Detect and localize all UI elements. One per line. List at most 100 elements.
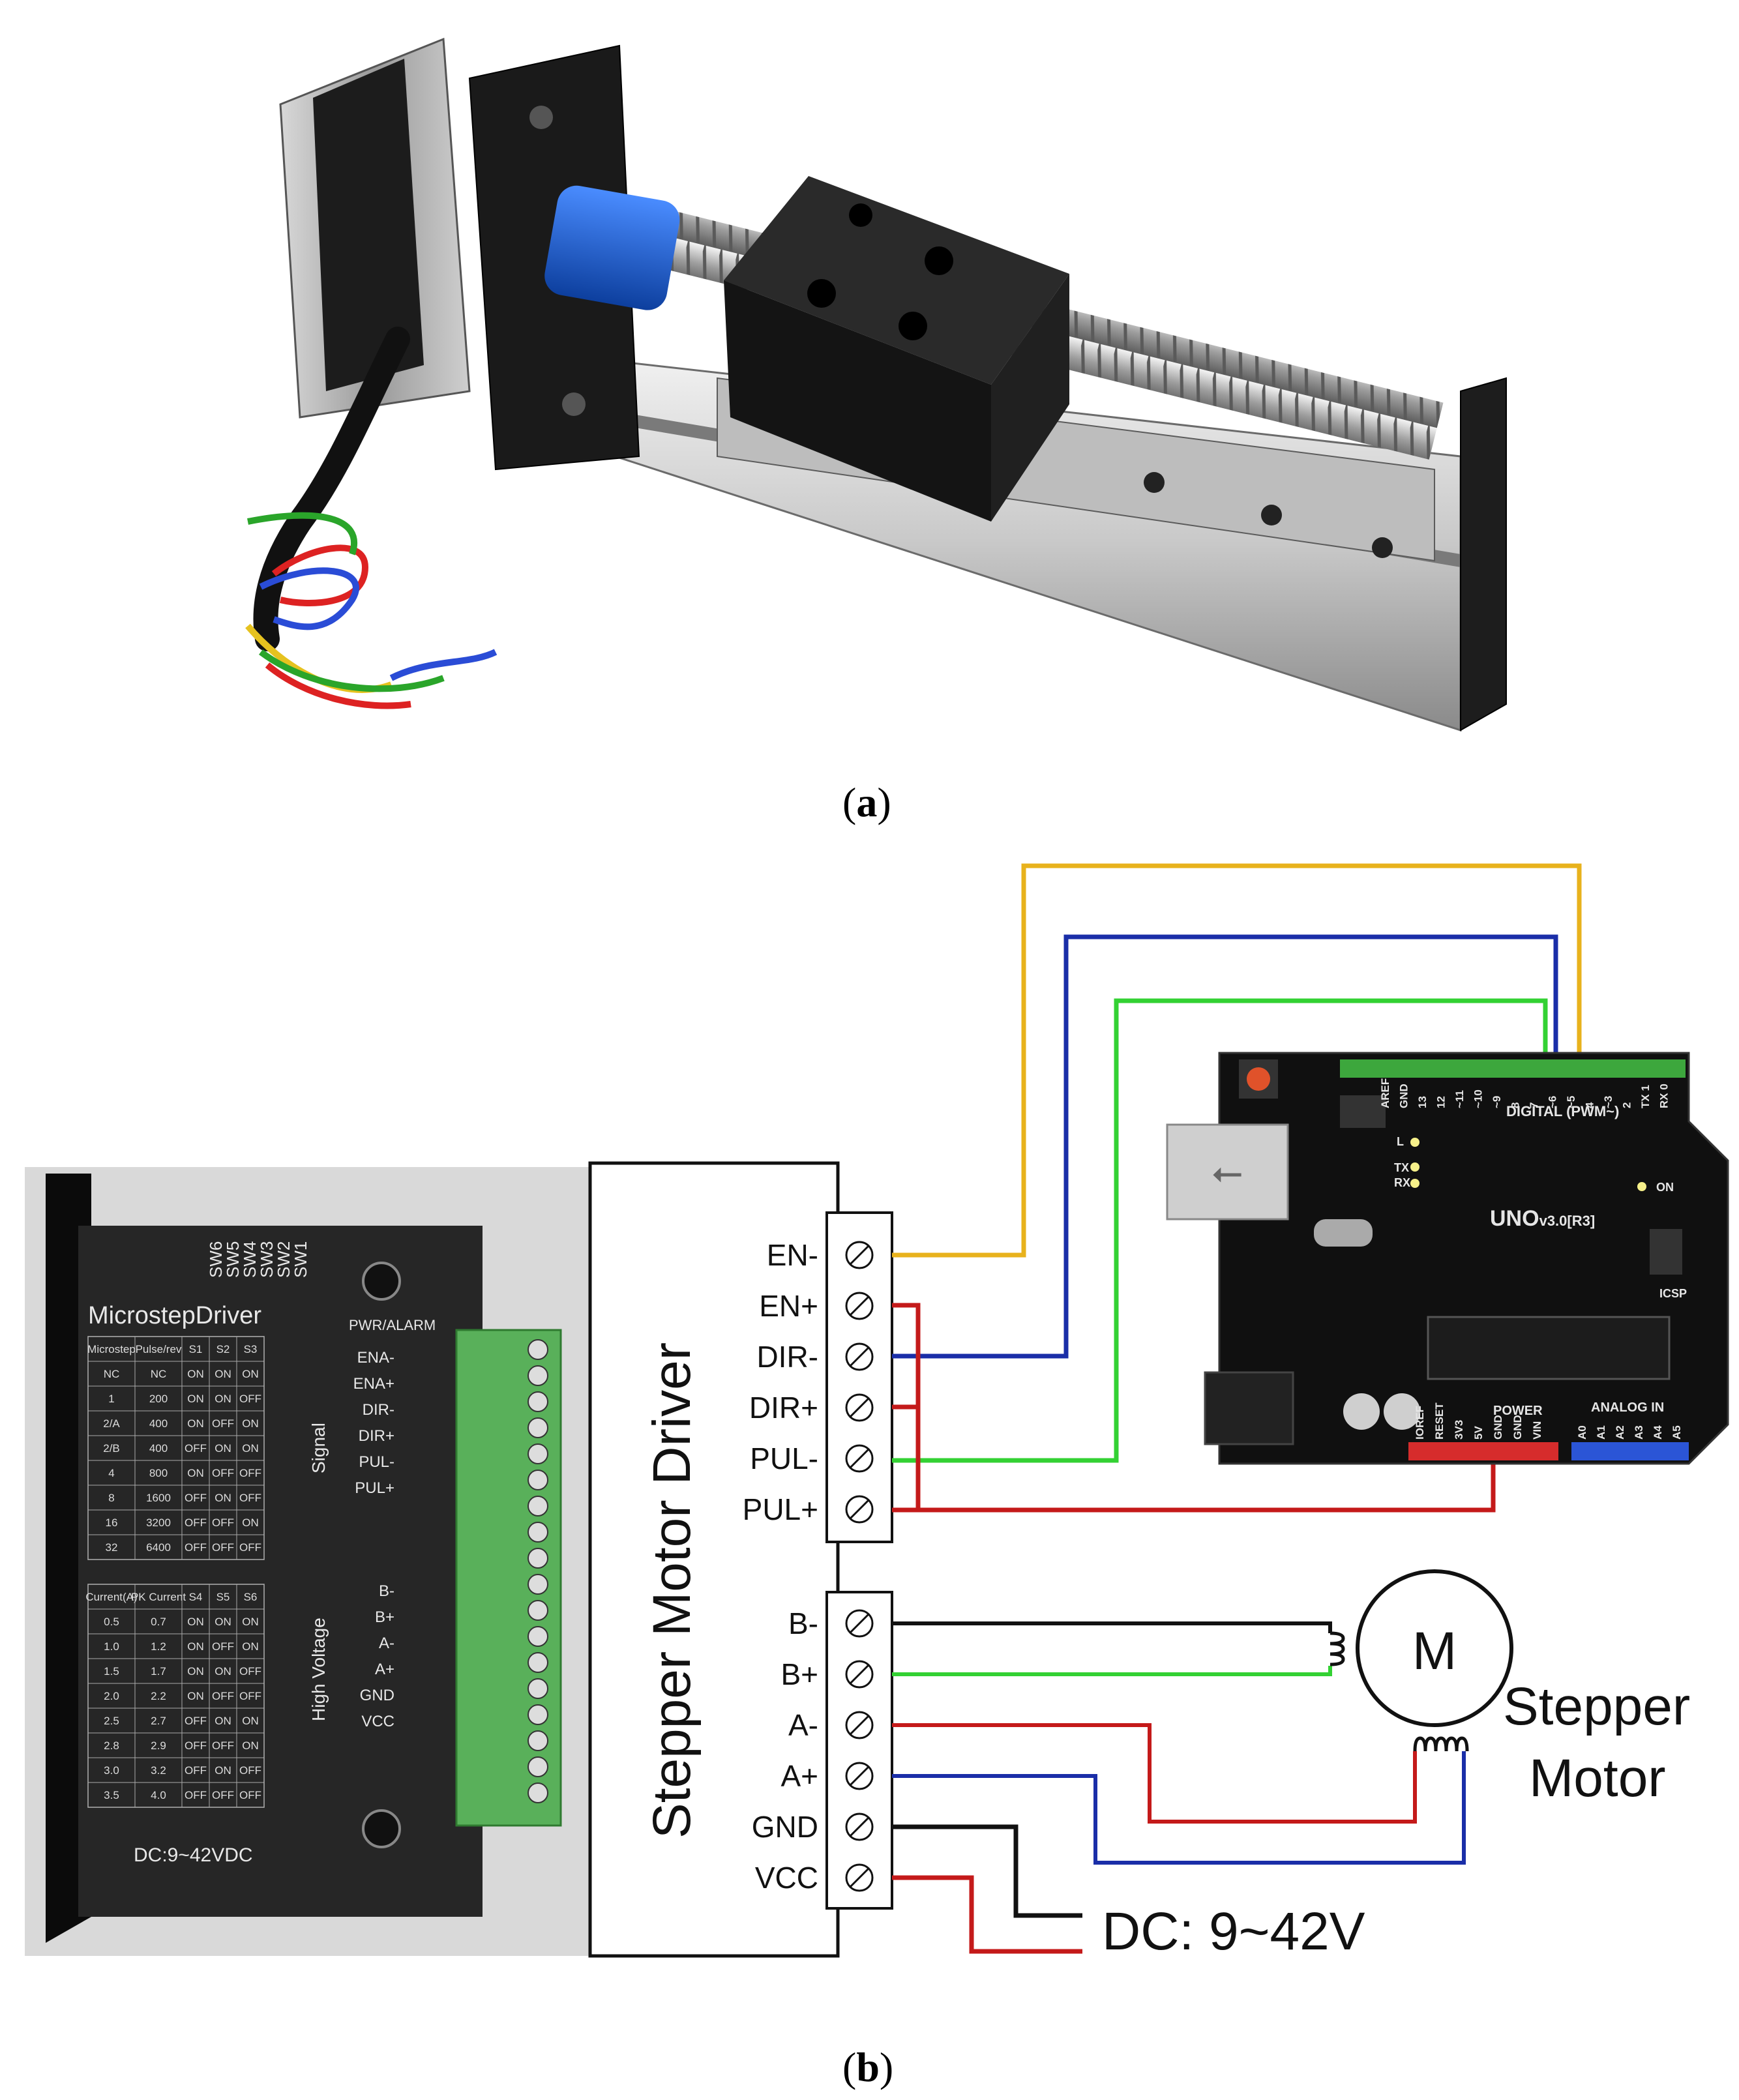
arduino-pin-label: 2 bbox=[1621, 1102, 1633, 1108]
power-header-label: POWER bbox=[1493, 1404, 1543, 1418]
block-screw-icon bbox=[528, 1365, 548, 1386]
table-cell-text: OFF bbox=[239, 1393, 261, 1405]
arduino-pin-label: 12 bbox=[1435, 1096, 1448, 1108]
driver-box bbox=[588, 1161, 840, 1958]
table-cell-text: ON bbox=[242, 1616, 259, 1628]
table-cell-text: OFF bbox=[185, 1764, 207, 1777]
table-cell-text: ON bbox=[242, 1417, 259, 1430]
table-cell-text: OFF bbox=[185, 1739, 207, 1752]
table-cell-text: ON bbox=[215, 1393, 231, 1405]
wire-green bbox=[247, 512, 357, 555]
reset-button-cap bbox=[1247, 1067, 1270, 1091]
switch-label: SW3 bbox=[257, 1241, 276, 1278]
power-terminal-block bbox=[825, 1591, 893, 1910]
table-cell-text: 8 bbox=[108, 1492, 114, 1504]
usb-port bbox=[1166, 1123, 1289, 1220]
driver-pin-label: PUL- bbox=[359, 1453, 394, 1471]
table-cell-text: NC bbox=[104, 1368, 120, 1380]
terminal-label: A- bbox=[788, 1708, 818, 1742]
table-cell bbox=[236, 1782, 265, 1808]
arduino-pin-label: 5V bbox=[1472, 1426, 1485, 1440]
switch-labels: SW5 bbox=[223, 1241, 243, 1278]
arduino-pin-label: RESET bbox=[1433, 1402, 1446, 1440]
wire-plus-common bbox=[892, 1303, 921, 1510]
table-cell-text: S1 bbox=[189, 1343, 203, 1355]
driver-pin-label: ENA+ bbox=[353, 1375, 394, 1393]
table-cell-text: ON bbox=[242, 1739, 259, 1752]
terminal-screw-slot bbox=[849, 1613, 870, 1634]
arduino-pin-label: 7 bbox=[1528, 1102, 1540, 1108]
l-led bbox=[1410, 1138, 1419, 1147]
table-cell-text: S6 bbox=[244, 1591, 258, 1603]
table-cell-text: 200 bbox=[149, 1393, 168, 1405]
arduino-pin-label: A5 bbox=[1671, 1425, 1683, 1440]
arduino-pin-label: ~10 bbox=[1472, 1089, 1485, 1108]
switch-label: SW5 bbox=[223, 1241, 243, 1278]
block-screw-icon bbox=[528, 1730, 548, 1751]
wire-pul-plus bbox=[892, 1454, 1496, 1513]
wire-dir-minus bbox=[892, 934, 1558, 1359]
photo-signal-pins: ENA-ENA+DIR-DIR+PUL-PUL+ bbox=[353, 1349, 394, 1497]
terminal-screw-slot bbox=[849, 1295, 870, 1316]
block-screw-icon bbox=[528, 1600, 548, 1621]
driver-pin-label: GND bbox=[360, 1687, 394, 1704]
dc-rating: DC:9~42VDC bbox=[134, 1844, 253, 1866]
arduino-pin-label: A4 bbox=[1652, 1425, 1664, 1440]
table-cell-text: 1 bbox=[108, 1393, 114, 1405]
table-cell-text: OFF bbox=[239, 1690, 261, 1702]
table-cell-text: ON bbox=[187, 1616, 204, 1628]
table-cell-text: OFF bbox=[212, 1640, 234, 1653]
table-cell-text: OFF bbox=[212, 1541, 234, 1554]
driver-screw-icon bbox=[362, 1262, 401, 1301]
block-screw-icon bbox=[528, 1548, 548, 1569]
arduino-pin-label: GND bbox=[1398, 1084, 1410, 1108]
switch-label: SW2 bbox=[274, 1241, 293, 1278]
wire-blue bbox=[259, 567, 359, 630]
terminal-label: DIR+ bbox=[749, 1391, 818, 1425]
block-screw-icon bbox=[528, 1339, 548, 1360]
carriage-hole bbox=[925, 246, 953, 275]
table-cell-text: 2.0 bbox=[104, 1690, 119, 1702]
table-cell-text: OFF bbox=[185, 1442, 207, 1455]
table-cell-text: OFF bbox=[212, 1690, 234, 1702]
table-cell-text: ON bbox=[215, 1764, 231, 1777]
terminal-label: B- bbox=[788, 1606, 818, 1640]
arduino-pin-label: 3V3 bbox=[1453, 1420, 1465, 1440]
analog-header bbox=[1571, 1442, 1689, 1460]
block-screw-icon bbox=[528, 1470, 548, 1490]
arduino-pin-label: 13 bbox=[1416, 1096, 1429, 1108]
arduino-model-name: UNO bbox=[1490, 1206, 1539, 1231]
table-cell-text: ON bbox=[187, 1417, 204, 1430]
table-cell-text: ON bbox=[242, 1715, 259, 1727]
table-cell-text: 2.2 bbox=[151, 1690, 166, 1702]
terminal-screw-slot bbox=[849, 1766, 870, 1786]
driver-pin-label: B- bbox=[379, 1582, 394, 1600]
rx-led bbox=[1410, 1179, 1419, 1188]
l-led-label: L bbox=[1397, 1135, 1404, 1148]
table-cell-text: 0.5 bbox=[104, 1616, 119, 1628]
table-cell-text: Current(A) bbox=[85, 1591, 137, 1603]
table-cell-text: 16 bbox=[106, 1516, 118, 1529]
wire-en-minus bbox=[892, 863, 1582, 1258]
terminal-screw-slot bbox=[849, 1448, 870, 1469]
carriage-hole bbox=[899, 312, 927, 340]
switch-labels: SW6 bbox=[206, 1241, 226, 1278]
signal-terminals: EN-EN+DIR-DIR+PUL-PUL+ bbox=[743, 1238, 874, 1526]
table-cell-text: OFF bbox=[185, 1541, 207, 1554]
motor-label-line1: Stepper bbox=[1503, 1677, 1690, 1736]
high-voltage-label: High Voltage bbox=[308, 1618, 329, 1721]
on-led-label: ON bbox=[1656, 1181, 1674, 1194]
terminal-label: A+ bbox=[780, 1759, 818, 1793]
motor-label-line2: Motor bbox=[1529, 1749, 1666, 1808]
wiring-diagram: Stepper Motor Driver EN-EN+DIR-DIR+PUL-P… bbox=[588, 863, 1729, 1961]
table-cell-text: 32 bbox=[106, 1541, 118, 1554]
terminal-label: DIR- bbox=[756, 1340, 818, 1374]
table-cell-text: 0.7 bbox=[151, 1616, 166, 1628]
table-cell-text: OFF bbox=[185, 1789, 207, 1801]
caption-b: (b) bbox=[842, 2044, 893, 2090]
table-cell-text: ON bbox=[242, 1368, 259, 1380]
wire-red bbox=[271, 544, 369, 606]
driver-pin-label: DIR- bbox=[363, 1401, 394, 1419]
atmega-chip bbox=[1427, 1316, 1671, 1380]
